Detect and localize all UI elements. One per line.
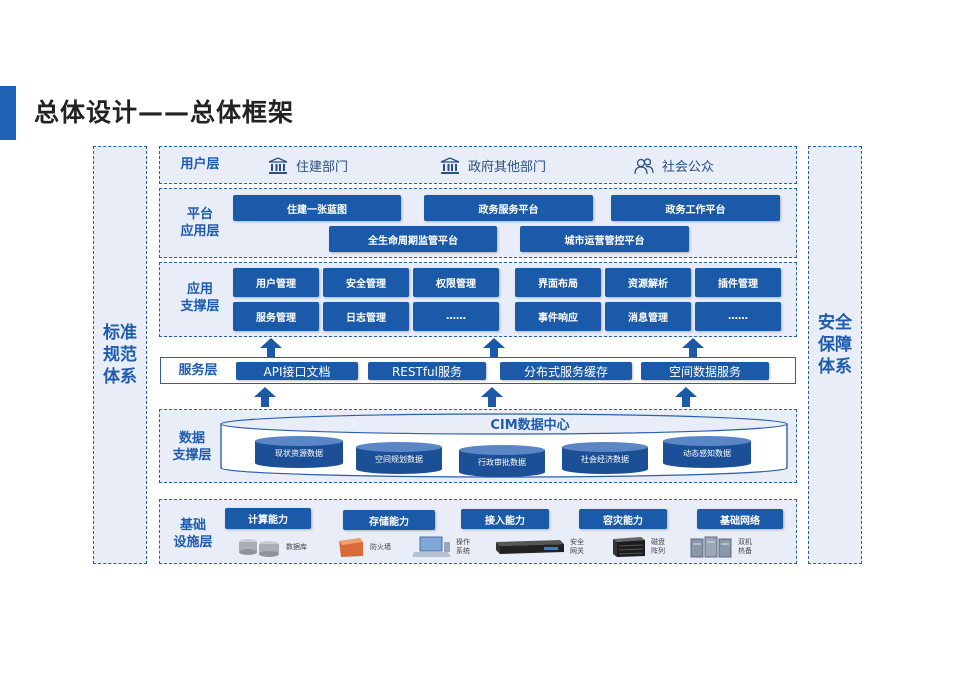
arrow-up-icon	[254, 387, 276, 407]
database-cylinder-icon	[663, 436, 751, 468]
database-label: 空间规划数据	[375, 455, 423, 464]
database-cylinder-icon	[255, 436, 343, 468]
title-accent-bar	[0, 86, 16, 140]
security-pillar	[808, 146, 862, 564]
disk-array-icon	[613, 537, 645, 557]
user-item-housing-dept: 住建部门	[268, 156, 348, 175]
computer-icon	[412, 536, 451, 557]
infra-button-compute[interactable]: 计算能力	[225, 508, 311, 529]
support-button-security-mgmt[interactable]: 安全管理	[323, 268, 409, 297]
government-building-icon	[440, 156, 460, 174]
database-socioeconomic[interactable]: 社会经济数据	[562, 442, 648, 474]
support-button-user-mgmt[interactable]: 用户管理	[233, 268, 319, 297]
platform-button-city-ops[interactable]: 城市运营管控平台	[520, 226, 689, 252]
infra-device-os: 操作 系统	[412, 536, 470, 558]
standards-pillar	[93, 146, 147, 564]
platform-button-blueprint[interactable]: 住建一张蓝图	[233, 195, 401, 221]
user-layer	[159, 146, 797, 184]
arrow-up-icon	[682, 338, 704, 358]
arrow-up-icon	[260, 338, 282, 358]
database-dynamic-sensing[interactable]: 动态感知数据	[663, 436, 751, 468]
database-admin-approval[interactable]: 行政审批数据	[459, 445, 545, 477]
database-cylinder-icon	[356, 442, 442, 474]
arrow-up-icon	[675, 387, 697, 407]
service-layer-label: 服务层	[178, 363, 218, 378]
user-item-other-gov: 政府其他部门	[440, 156, 546, 175]
infra-device-label: 防火墙	[370, 542, 391, 551]
support-layer-label: 应用 支撑层	[180, 282, 220, 314]
user-layer-label: 用户层	[180, 157, 220, 172]
database-current-resources[interactable]: 现状资源数据	[255, 436, 343, 468]
infra-device-label: 磁盘 阵列	[651, 538, 665, 555]
infra-device-label: 数据库	[286, 542, 307, 551]
user-item-label: 住建部门	[296, 160, 349, 175]
database-cylinder-icon	[459, 445, 545, 477]
data-layer-label: 数据 支撑层	[172, 431, 212, 463]
infra-device-disk-array: 磁盘 阵列	[611, 536, 665, 558]
infra-device-label: 双机 热备	[738, 538, 752, 555]
infra-button-storage[interactable]: 存储能力	[343, 510, 435, 530]
infra-device-hot-standby: 双机 热备	[690, 536, 752, 558]
support-button-permission-mgmt[interactable]: 权限管理	[413, 268, 499, 297]
database-label: 行政审批数据	[478, 458, 526, 467]
standards-pillar-label: 标准 规范 体系	[103, 323, 137, 387]
infra-device-label: 操作 系统	[456, 538, 470, 555]
database-label: 社会经济数据	[581, 455, 629, 464]
infra-device-gateway: 安全 网关	[494, 538, 584, 556]
server-stack-icon	[239, 539, 279, 557]
support-button-message-mgmt[interactable]: 消息管理	[605, 302, 691, 331]
page-title: 总体设计——总体框架	[34, 98, 295, 127]
support-button-more-right[interactable]: ……	[695, 302, 781, 331]
infra-device-firewall: 防火墙	[336, 536, 391, 558]
user-item-label: 政府其他部门	[468, 160, 547, 175]
security-pillar-label: 安全 保障 体系	[818, 313, 852, 377]
firewall-icon	[339, 538, 363, 557]
service-button-dist-cache[interactable]: 分布式服务缓存	[500, 362, 632, 380]
infra-button-network[interactable]: 基础网络	[697, 509, 783, 529]
infra-layer-label: 基础 设施层	[173, 518, 213, 550]
dual-server-icon	[690, 536, 732, 558]
database-cylinder-icon	[562, 442, 648, 474]
support-button-service-mgmt[interactable]: 服务管理	[233, 302, 319, 331]
database-label: 动态感知数据	[683, 449, 731, 458]
support-button-resource-parse[interactable]: 资源解析	[605, 268, 691, 297]
arrow-up-icon	[483, 338, 505, 358]
infra-button-access[interactable]: 接入能力	[461, 509, 549, 529]
infra-button-disaster-recovery[interactable]: 容灾能力	[579, 509, 667, 529]
platform-layer-label: 平台 应用层	[180, 207, 220, 239]
service-button-restful[interactable]: RESTful服务	[368, 362, 486, 380]
security-gateway-icon	[496, 540, 564, 554]
infra-device-database: 数据库	[238, 536, 307, 558]
user-item-label: 社会公众	[662, 160, 715, 175]
people-icon	[634, 157, 654, 174]
government-building-icon	[268, 156, 288, 174]
support-button-layout[interactable]: 界面布局	[515, 268, 601, 297]
service-button-api-docs[interactable]: API接口文档	[236, 362, 358, 380]
arrow-up-icon	[481, 387, 503, 407]
infra-device-label: 安全 网关	[570, 538, 584, 555]
cim-data-center-title: CIM数据中心	[490, 418, 570, 433]
database-label: 现状资源数据	[275, 449, 323, 458]
platform-button-gov-service[interactable]: 政务服务平台	[424, 195, 593, 221]
support-button-event-response[interactable]: 事件响应	[515, 302, 601, 331]
support-button-plugin-mgmt[interactable]: 插件管理	[695, 268, 781, 297]
user-item-public: 社会公众	[634, 156, 714, 175]
platform-button-gov-work[interactable]: 政务工作平台	[611, 195, 780, 221]
support-button-more-left[interactable]: ……	[413, 302, 499, 331]
platform-button-lifecycle[interactable]: 全生命周期监管平台	[329, 226, 497, 252]
support-button-log-mgmt[interactable]: 日志管理	[323, 302, 409, 331]
service-button-spatial-data[interactable]: 空间数据服务	[641, 362, 769, 380]
database-spatial-planning[interactable]: 空间规划数据	[356, 442, 442, 474]
